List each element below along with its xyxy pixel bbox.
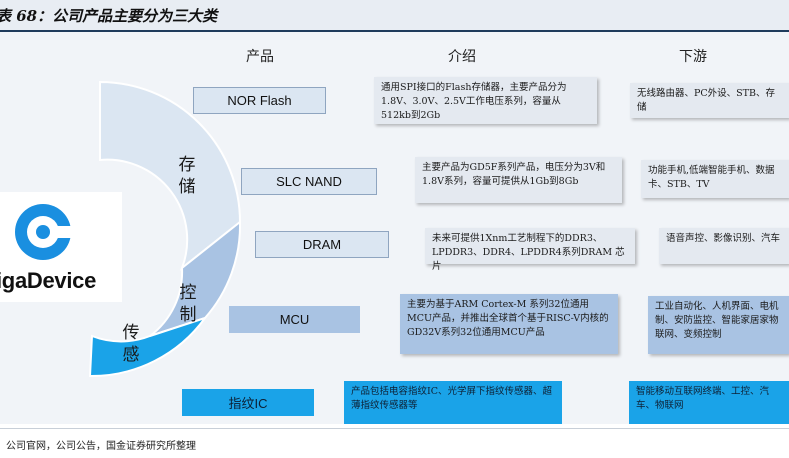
label-storage: 存储 xyxy=(178,155,196,197)
figure-title: 表 68：公司产品主要分为三大类 xyxy=(0,7,218,25)
downstream-slc-nand: 功能手机,低端智能手机、数据卡、STB、TV xyxy=(641,160,789,198)
intro-dram: 未来可提供1Xnm工艺制程下的DDR3、LPDDR3、DDR4、LPDDR4系列… xyxy=(425,228,635,272)
product-nor-flash: NOR Flash xyxy=(193,87,326,114)
intro-slc-nand: 主要产品为GD5F系列产品，电压分为3V和1.8V系列，容量可提供从1Gb到8G… xyxy=(415,157,622,203)
header-product: 产品 xyxy=(246,49,274,65)
intro-mcu: 主要为基于ARM Cortex-M 系列32位通用MCU产品，并推出全球首个基于… xyxy=(400,294,618,354)
product-slc-nand: SLC NAND xyxy=(241,168,377,195)
company-logo: igaDevice xyxy=(0,192,122,302)
header-intro: 介绍 xyxy=(448,49,476,65)
downstream-dram: 语音声控、影像识别、汽车 xyxy=(659,228,789,264)
header-downstream: 下游 xyxy=(679,49,707,65)
sensing-segment xyxy=(88,316,208,378)
label-sensing: 传感 xyxy=(122,323,140,365)
category-ring xyxy=(88,80,242,378)
intro-nor-flash: 通用SPI接口的Flash存储器，主要产品分为1.8V、3.0V、2.5V工作电… xyxy=(374,77,597,124)
downstream-fingerprint-ic: 智能移动互联网终端、工控、汽车、物联网 xyxy=(629,381,789,424)
source-footer: 公司官网，公司公告，国金证券研究所整理 xyxy=(0,428,789,458)
product-mcu: MCU xyxy=(229,306,360,333)
title-bar: 表 68：公司产品主要分为三大类 xyxy=(0,0,789,32)
label-control: 控制 xyxy=(179,283,197,325)
intro-fingerprint-ic: 产品包括电容指纹IC、光学屏下指纹传感器、超薄指纹传感器等 xyxy=(344,381,562,424)
downstream-nor-flash: 无线路由器、PC外设、STB、存储 xyxy=(630,83,789,118)
logo-mark-icon xyxy=(15,204,73,260)
product-dram: DRAM xyxy=(255,231,389,258)
source-note: 公司官网，公司公告，国金证券研究所整理 xyxy=(6,441,196,452)
product-fingerprint-ic: 指纹IC xyxy=(182,389,314,416)
downstream-mcu: 工业自动化、人机界面、电机制、安防监控、智能家居家物联网、变频控制 xyxy=(648,296,789,354)
logo-text: igaDevice xyxy=(0,268,97,293)
